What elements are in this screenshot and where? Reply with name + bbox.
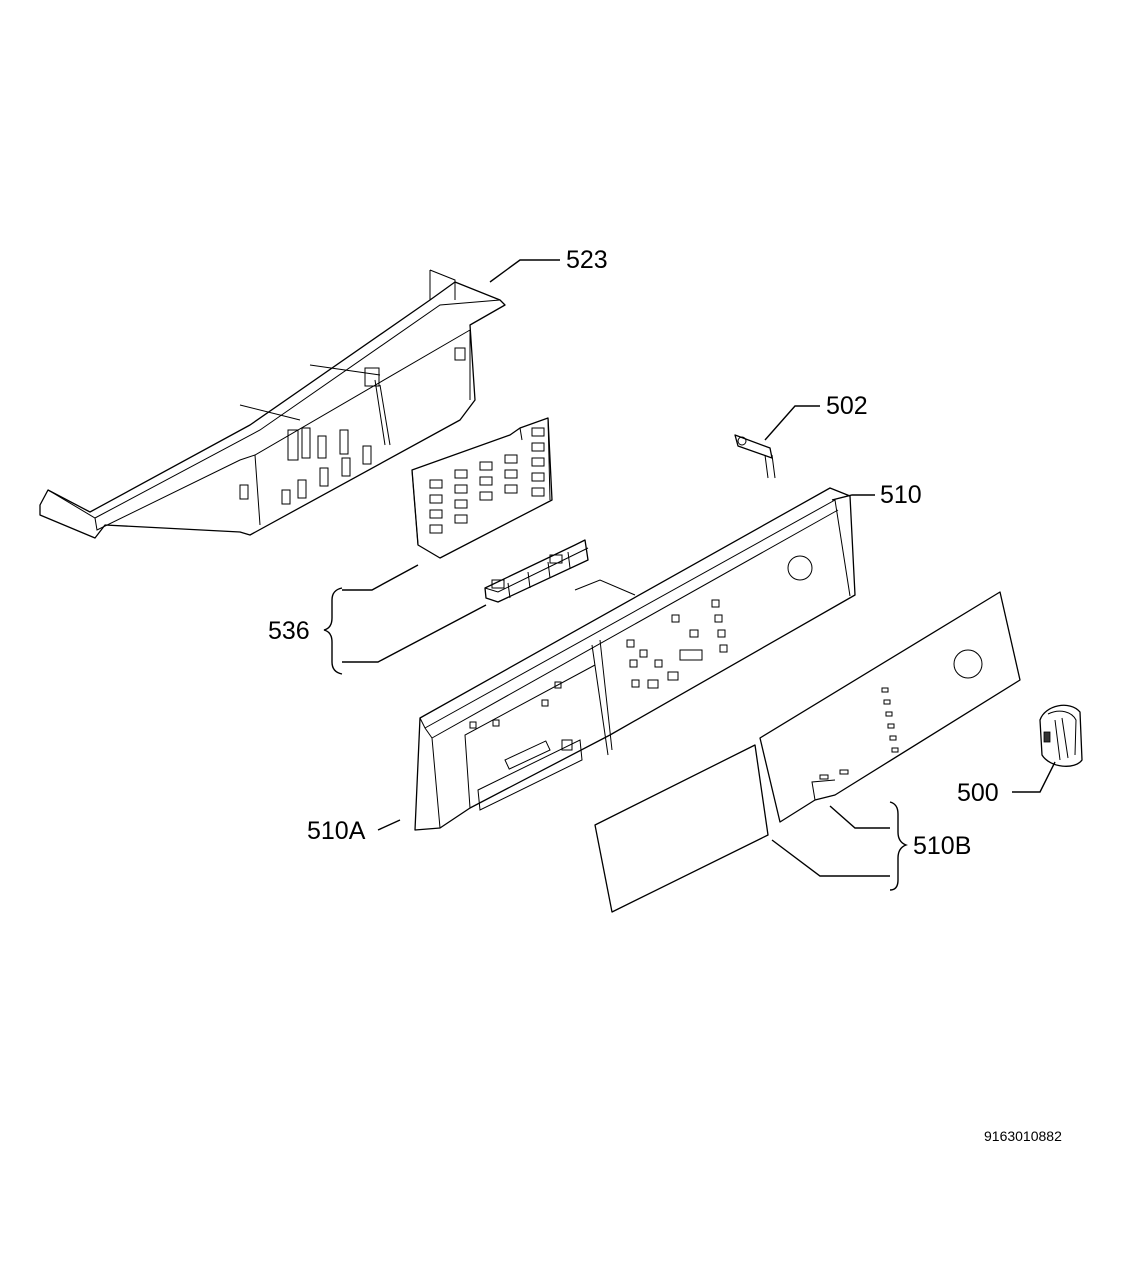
- callout-500: 500: [957, 779, 999, 807]
- part-536-electronic-board: [411, 417, 553, 559]
- part-502-cable: [734, 434, 776, 479]
- callout-510b: 510B: [913, 832, 971, 860]
- part-510-control-panel: [414, 487, 856, 831]
- callout-510: 510: [880, 481, 922, 509]
- callout-510a: 510A: [307, 817, 366, 845]
- callout-536: 536: [268, 617, 310, 645]
- callout-523: 523: [566, 246, 608, 274]
- leader-lines: [342, 259, 1056, 877]
- drawing-code: 9163010882: [984, 1128, 1062, 1144]
- part-536-button-block: [484, 539, 589, 603]
- part-510b-covers: [594, 591, 1021, 913]
- brace-536: [323, 587, 343, 675]
- brace-510b: [889, 801, 908, 891]
- part-500-knob: [1039, 704, 1083, 767]
- callout-502: 502: [826, 392, 868, 420]
- part-523-bracket: [39, 269, 506, 539]
